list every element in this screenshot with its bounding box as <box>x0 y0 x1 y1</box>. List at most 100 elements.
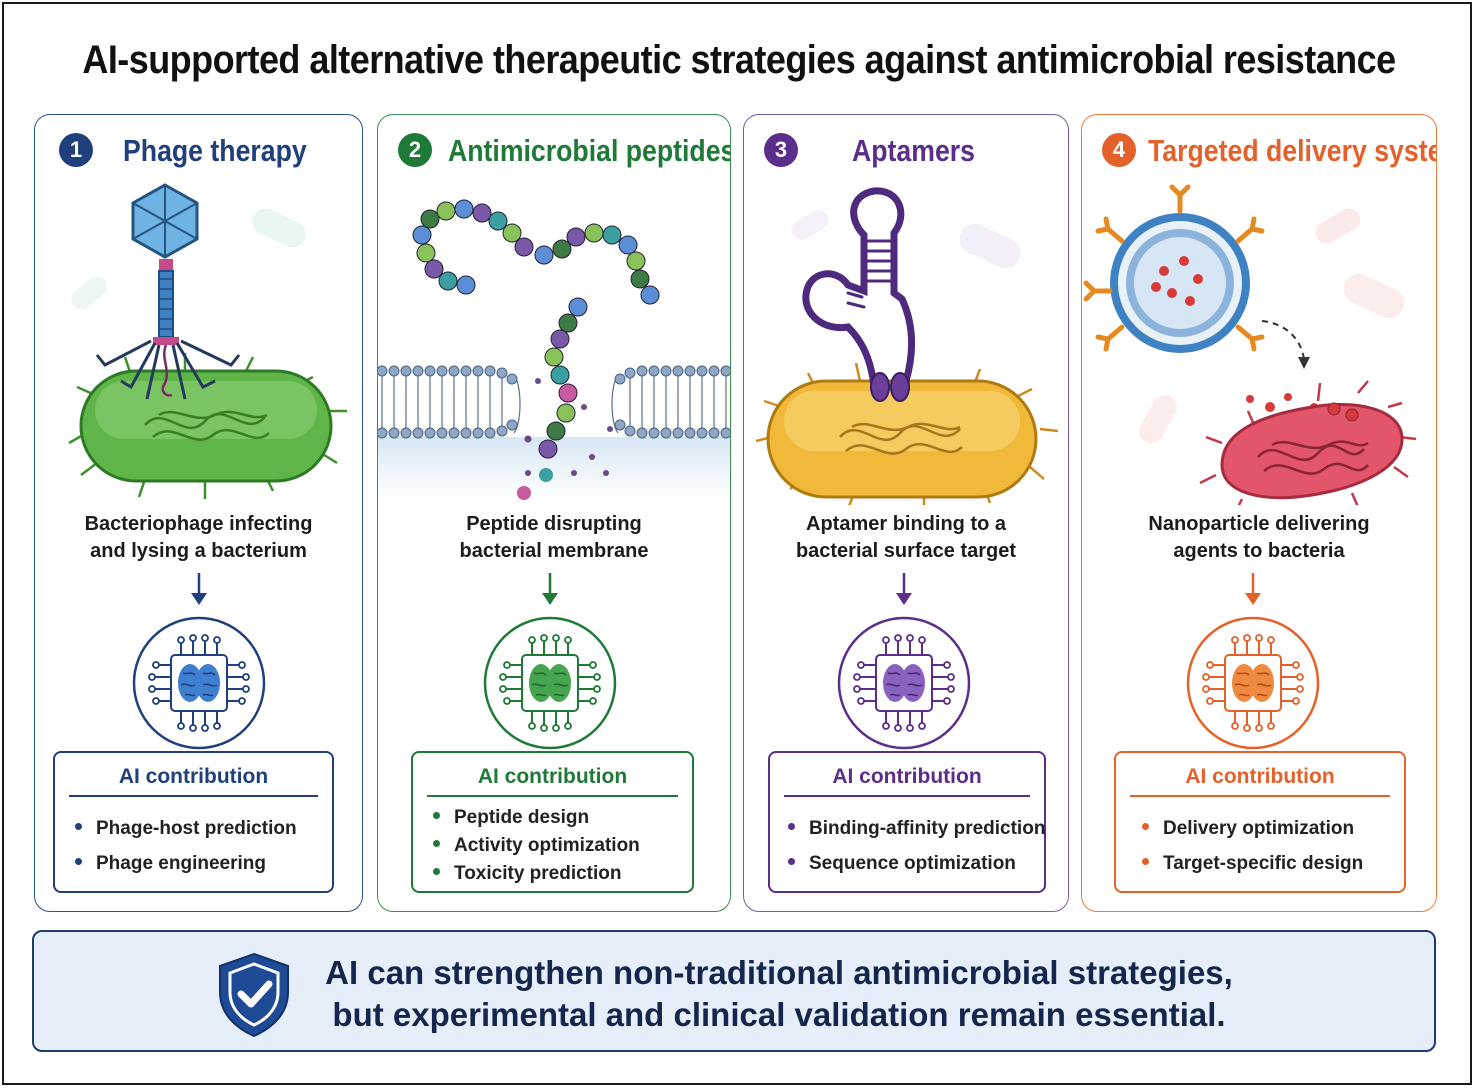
list-item: Sequence optimization <box>788 846 1044 881</box>
background-bacteria <box>71 208 306 310</box>
contribution-list: Delivery optimization Target-specific de… <box>1116 811 1404 881</box>
arrow-down-icon <box>1245 573 1261 605</box>
panel-aptamers: 3 Aptamers Aptamer binding to a bacteria… <box>743 114 1069 912</box>
list-item-text: Delivery optimization <box>1163 818 1355 839</box>
number-badge: 3 <box>764 133 798 167</box>
caption: Aptamer binding to a bacterial surface t… <box>744 511 1068 565</box>
main-title: AI-supported alternative therapeutic str… <box>82 38 1396 82</box>
bullet-icon <box>788 823 795 831</box>
lipid-heads <box>378 365 730 439</box>
summary-banner: AI can strengthen non-traditional antimi… <box>32 930 1436 1052</box>
list-item-text: Sequence optimization <box>809 853 1016 874</box>
panel-title: Targeted delivery systems <box>1148 133 1436 168</box>
list-item-text: Target-specific design <box>1163 853 1364 874</box>
contribution-list: Peptide design Activity optimization Tox… <box>413 804 692 888</box>
nanoparticle-bacterium-illustration <box>1083 184 1417 505</box>
caption-line-2: bacterial membrane <box>459 540 649 562</box>
ai-contribution-box: AI contribution Delivery optimization Ta… <box>1114 751 1406 893</box>
caption: Bacteriophage infecting and lysing a bac… <box>35 511 362 565</box>
bacterium-yellow <box>755 362 1059 505</box>
panel-phage-therapy: 1 Phage therapy Bacteriophage infecting … <box>34 114 363 912</box>
ai-contribution-box: AI contribution Phage-host prediction Ph… <box>53 751 334 893</box>
delivery-arrow <box>1261 320 1305 360</box>
brain-chip-icon <box>132 616 266 750</box>
bacteriophage <box>95 183 241 400</box>
ai-contribution-title: AI contribution <box>118 765 269 788</box>
caption-line-2: and lysing a bacterium <box>90 540 307 562</box>
ai-contribution-title: AI contribution <box>1185 765 1335 788</box>
number-badge: 2 <box>398 133 432 167</box>
surface-target <box>870 372 910 402</box>
list-item-text: Phage-host prediction <box>96 818 297 839</box>
panel-header: 4 Targeted delivery systems <box>1082 131 1436 171</box>
list-item-text: Toxicity prediction <box>454 863 622 884</box>
bullet-icon <box>1142 858 1149 866</box>
bacterium-green <box>68 353 347 499</box>
list-item: Target-specific design <box>1142 846 1404 881</box>
bullet-icon <box>75 858 82 866</box>
aptamer-structure <box>802 187 916 389</box>
caption-line-1: Nanoparticle delivering <box>1148 513 1370 535</box>
list-item-text: Activity optimization <box>454 835 640 856</box>
caption-line-2: bacterial surface target <box>795 540 1017 562</box>
divider <box>427 795 678 797</box>
brain-chip-icon <box>483 616 617 750</box>
bullet-icon <box>788 858 795 866</box>
divider <box>69 795 318 797</box>
bullet-icon <box>433 812 440 820</box>
bacterium-red <box>1199 380 1417 505</box>
phage-bacterium-illustration <box>68 183 347 499</box>
ai-contribution-title: AI contribution <box>477 765 628 788</box>
number-badge: 4 <box>1102 133 1136 167</box>
summary-text: AI can strengthen non-traditional antimi… <box>234 952 1324 1036</box>
caption-line-1: Aptamer binding to a <box>806 513 1006 535</box>
arrow-down-icon <box>542 573 558 605</box>
aptamer-bacterium-illustration <box>755 187 1059 505</box>
shield-check-icon <box>219 952 289 1038</box>
divider <box>784 795 1030 797</box>
leaked-particles <box>517 378 613 500</box>
brain-chip-icon <box>1186 616 1320 750</box>
list-item: Toxicity prediction <box>433 860 692 888</box>
bullet-icon <box>75 823 82 831</box>
panel-targeted-delivery-systems: 4 Targeted delivery systems <box>1081 114 1437 912</box>
list-item-text: Phage engineering <box>96 853 266 874</box>
ai-contribution-title: AI contribution <box>832 765 982 788</box>
panel-antimicrobial-peptides: 2 Antimicrobial peptides <box>377 114 731 912</box>
background-bacteria <box>1139 208 1405 444</box>
panel-title: Aptamers <box>852 133 975 168</box>
panel-title: Antimicrobial peptides <box>448 133 731 168</box>
panel-header: 3 Aptamers <box>744 131 1068 171</box>
contribution-list: Phage-host prediction Phage engineering <box>55 811 332 881</box>
number-badge: 1 <box>59 133 93 167</box>
list-item-text: Peptide design <box>454 807 590 828</box>
list-item: Activity optimization <box>433 832 692 860</box>
caption-line-1: Peptide disrupting <box>466 513 642 535</box>
summary-line-1: AI can strengthen non-traditional antimi… <box>325 954 1233 991</box>
caption: Nanoparticle delivering agents to bacter… <box>1082 511 1436 565</box>
bullet-icon <box>433 840 440 848</box>
background-bacteria <box>791 210 1021 269</box>
caption: Peptide disrupting bacterial membrane <box>378 511 730 565</box>
nanoparticle <box>1083 184 1265 353</box>
list-item: Phage-host prediction <box>75 811 332 846</box>
ai-contribution-box: AI contribution Binding-affinity predict… <box>768 751 1046 893</box>
peptide-membrane-illustration <box>378 199 730 500</box>
list-item: Binding-affinity prediction <box>788 811 1046 846</box>
bullet-icon <box>1142 823 1149 831</box>
summary-line-2: but experimental and clinical validation… <box>332 996 1226 1033</box>
panel-header: 2 Antimicrobial peptides <box>378 131 730 171</box>
bullet-icon <box>433 868 440 876</box>
panel-title: Phage therapy <box>123 133 307 168</box>
contribution-list: Binding-affinity prediction Sequence opt… <box>770 811 1046 881</box>
caption-line-2: agents to bacteria <box>1173 540 1345 562</box>
list-item: Peptide design <box>433 804 692 832</box>
panel-header: 1 Phage therapy <box>35 131 362 171</box>
list-item: Delivery optimization <box>1142 811 1404 846</box>
ai-contribution-box: AI contribution Peptide design Activity … <box>411 751 694 893</box>
brain-chip-icon <box>837 616 971 750</box>
peptide-chain <box>412 199 660 459</box>
list-item: Phage engineering <box>75 846 332 881</box>
list-item-text: Binding-affinity prediction <box>809 818 1046 839</box>
